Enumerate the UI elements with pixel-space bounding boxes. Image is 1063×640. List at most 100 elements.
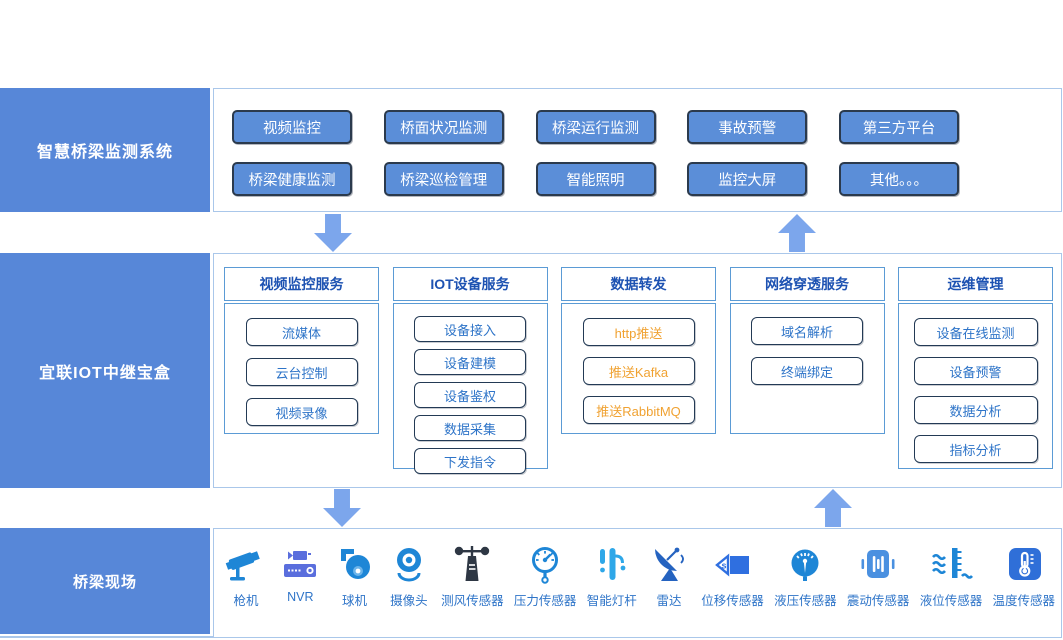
monitoring-dashboard-button[interactable]: 监控大屏	[687, 162, 808, 196]
data-analysis-item[interactable]: 数据分析	[913, 396, 1038, 424]
device-access-item[interactable]: 设备接入	[414, 316, 526, 342]
device-hydraulic-sensor: 液压传感器	[774, 543, 837, 609]
device-label: 压力传感器	[513, 594, 577, 608]
accident-warning-button[interactable]: 事故预警	[687, 110, 808, 144]
arrow-up-icon	[814, 489, 852, 527]
others-button[interactable]: 其他。。。	[839, 162, 959, 196]
middle-band-title-block: 宜联IOT中继宝盒	[0, 253, 210, 488]
third-party-platform-button[interactable]: 第三方平台	[839, 110, 959, 144]
device-label: 液压传感器	[774, 594, 837, 608]
kafka-push-item[interactable]: 推送Kafka	[582, 357, 695, 385]
top-band-title-block: 智慧桥梁监测系统	[0, 88, 210, 212]
device-displacement-sensor: s 位移传感器	[701, 543, 764, 609]
device-webcam: 摄像头	[387, 543, 431, 609]
ptz-control-item[interactable]: 云台控制	[245, 358, 358, 386]
device-temperature-sensor: 温度传感器	[992, 543, 1055, 609]
device-label: 测风传感器	[441, 594, 504, 608]
video-surveillance-button[interactable]: 视频监控	[232, 110, 352, 144]
device-wind-sensor: 测风传感器	[441, 543, 504, 609]
bottom-band-title-block: 桥梁现场	[0, 528, 210, 634]
device-label: 球机	[342, 594, 368, 608]
top-band-panel: 视频监控 桥面状况监测 桥梁运行监测 事故预警 第三方平台 桥梁健康监测 桥梁巡…	[213, 88, 1062, 212]
bridge-inspection-management-button[interactable]: 桥梁巡检管理	[383, 162, 504, 196]
indicator-analysis-item[interactable]: 指标分析	[913, 435, 1038, 463]
nvr-icon	[284, 551, 317, 577]
bullet-camera-icon	[225, 551, 260, 581]
device-liquid-level-sensor: 液位传感器	[919, 543, 983, 609]
iot-device-service-column: IOT设备服务 设备接入 设备建模 设备鉴权 数据采集 下发指令	[392, 267, 548, 474]
device-dome-camera: 球机	[333, 543, 377, 609]
app-button-row-2: 桥梁健康监测 桥梁巡检管理 智能照明 监控大屏 其他。。。	[232, 162, 959, 196]
device-bullet-camera: 枪机	[224, 543, 268, 609]
device-radar: 雷达	[647, 543, 691, 609]
terminal-binding-item[interactable]: 终端绑定	[751, 357, 863, 385]
device-nvr: NVR	[278, 543, 322, 609]
streaming-media-item[interactable]: 流媒体	[245, 318, 358, 346]
top-band-title: 智慧桥梁监测系统	[36, 144, 173, 161]
device-label: 温度传感器	[992, 594, 1055, 608]
webcam-icon	[396, 548, 421, 582]
video-recording-item[interactable]: 视频录像	[245, 398, 358, 426]
device-warning-item[interactable]: 设备预警	[913, 357, 1038, 385]
operations-management-column: 运维管理 设备在线监测 设备预警 数据分析 指标分析	[898, 267, 1053, 469]
device-authentication-item[interactable]: 设备鉴权	[414, 382, 526, 408]
operations-management-body: 设备在线监测 设备预警 数据分析 指标分析	[898, 303, 1053, 469]
domain-resolution-item[interactable]: 域名解析	[751, 317, 863, 345]
bridge-operation-monitoring-button[interactable]: 桥梁运行监测	[535, 110, 656, 144]
data-forwarding-column: 数据转发 http推送 推送Kafka 推送RabbitMQ	[561, 267, 716, 469]
video-service-header: 视频监控服务	[224, 267, 379, 301]
device-row: 枪机 NVR	[224, 543, 1055, 609]
device-label: 智能灯杆	[586, 594, 637, 608]
bottom-band-title: 桥梁现场	[72, 573, 137, 591]
device-label: 雷达	[656, 594, 682, 608]
network-penetration-column: 网络穿透服务 域名解析 终端绑定	[729, 267, 885, 469]
middle-band-title: 宜联IOT中继宝盒	[39, 364, 171, 382]
device-label: 液位传感器	[919, 594, 983, 608]
liquid-level-sensor-icon	[931, 548, 973, 579]
dome-camera-icon	[340, 549, 370, 579]
device-smart-lamp-post: 智能灯杆	[587, 543, 637, 609]
device-label: 枪机	[233, 594, 259, 608]
deck-condition-monitoring-button[interactable]: 桥面状况监测	[383, 110, 504, 144]
app-button-row-1: 视频监控 桥面状况监测 桥梁运行监测 事故预警 第三方平台	[232, 110, 959, 144]
svg-text:s: s	[721, 561, 726, 571]
device-modeling-item[interactable]: 设备建模	[414, 349, 526, 375]
video-service-body: 流媒体 云台控制 视频录像	[224, 303, 379, 434]
bottom-band-panel: 枪机 NVR	[213, 528, 1062, 638]
hydraulic-sensor-icon	[791, 549, 819, 581]
video-service-column: 视频监控服务 流媒体 云台控制 视频录像	[224, 267, 379, 469]
radar-icon	[655, 547, 684, 581]
data-forwarding-header: 数据转发	[561, 267, 716, 301]
temperature-sensor-icon	[1008, 548, 1041, 580]
vibration-sensor-icon	[861, 550, 895, 578]
displacement-sensor-icon: s	[714, 553, 749, 577]
device-label: 震动传感器	[846, 594, 910, 608]
device-label: 摄像头	[390, 594, 428, 608]
command-dispatch-item[interactable]: 下发指令	[414, 448, 526, 474]
network-penetration-header: 网络穿透服务	[729, 267, 885, 301]
device-online-monitoring-item[interactable]: 设备在线监测	[913, 318, 1038, 346]
device-label: 位移传感器	[701, 594, 764, 608]
arrow-down-icon	[323, 489, 361, 527]
device-label: NVR	[287, 590, 314, 604]
data-collection-item[interactable]: 数据采集	[414, 415, 526, 441]
arrow-up-icon	[778, 214, 816, 252]
device-vibration-sensor: 震动传感器	[846, 543, 910, 609]
wind-sensor-icon	[455, 546, 490, 581]
bridge-health-monitoring-button[interactable]: 桥梁健康监测	[232, 162, 352, 196]
middle-band-panel: 视频监控服务 流媒体 云台控制 视频录像 IOT设备服务 设备接入 设备建模 设…	[213, 253, 1062, 488]
network-penetration-body: 域名解析 终端绑定	[729, 303, 885, 434]
smart-lamp-post-icon	[599, 548, 626, 580]
data-forwarding-body: http推送 推送Kafka 推送RabbitMQ	[561, 303, 716, 434]
arrow-down-icon	[314, 214, 352, 252]
operations-management-header: 运维管理	[898, 267, 1053, 301]
rabbitmq-push-item[interactable]: 推送RabbitMQ	[582, 396, 695, 424]
http-push-item[interactable]: http推送	[582, 318, 695, 346]
smart-lighting-button[interactable]: 智能照明	[535, 162, 656, 196]
pressure-sensor-icon	[532, 547, 559, 584]
iot-device-service-header: IOT设备服务	[392, 267, 548, 301]
service-columns: 视频监控服务 流媒体 云台控制 视频录像 IOT设备服务 设备接入 设备建模 设…	[224, 267, 1053, 474]
device-pressure-sensor: 压力传感器	[513, 543, 577, 609]
iot-device-service-body: 设备接入 设备建模 设备鉴权 数据采集 下发指令	[392, 303, 548, 474]
